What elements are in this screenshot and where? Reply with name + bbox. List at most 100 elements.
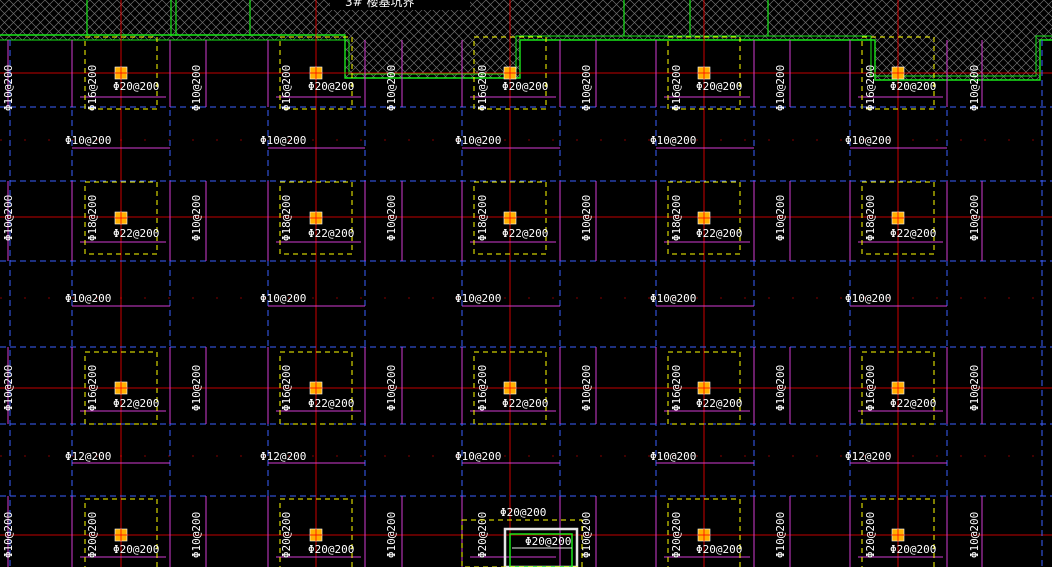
vertical-rebar-label: Φ20@200: [476, 512, 489, 558]
drawing-title: 3# 楼基坑界: [345, 0, 415, 9]
column-rebar-label: Φ20@200: [502, 80, 548, 93]
slab-rebar-label: Φ10@200: [845, 292, 891, 305]
core-tag: Φ20@200: [525, 535, 571, 548]
vertical-rebar-label: Φ10@200: [2, 195, 15, 241]
vertical-rebar-label: Φ16@200: [280, 365, 293, 411]
vertical-rebar-label: Φ10@200: [774, 512, 787, 558]
column-rebar-label: Φ20@200: [890, 543, 936, 556]
vertical-rebar-label: Φ10@200: [190, 365, 203, 411]
vertical-rebar-label: Φ10@200: [2, 65, 15, 111]
pile-cap-outline: [84, 181, 158, 255]
vertical-rebar-label: Φ10@200: [385, 512, 398, 558]
pile-cap: [84, 351, 158, 425]
slab-rebar-label: Φ10@200: [455, 292, 501, 305]
vertical-rebar-label: Φ10@200: [774, 195, 787, 241]
column-rebar-label: Φ20@200: [500, 506, 546, 519]
pile-cap-outline: [279, 181, 353, 255]
vertical-rebar-label: Φ16@200: [86, 365, 99, 411]
vertical-rebar-label: Φ10@200: [968, 512, 981, 558]
slab-rebar-label: Φ10@200: [260, 292, 306, 305]
vertical-rebar-label: Φ18@200: [280, 195, 293, 241]
vertical-rebar-label: Φ20@200: [280, 512, 293, 558]
vertical-rebar-label: Φ16@200: [86, 65, 99, 111]
vertical-rebar-label: Φ10@200: [190, 195, 203, 241]
pile-cap: [84, 498, 158, 567]
vertical-rebar-label: Φ10@200: [580, 195, 593, 241]
vertical-rebar-label: Φ20@200: [864, 512, 877, 558]
pile-cap: [279, 36, 353, 110]
vertical-rebar-label: Φ10@200: [968, 365, 981, 411]
pile-cap-outline: [473, 181, 547, 255]
column-rebar-label: Φ22@200: [696, 227, 742, 240]
title-mask: [330, 0, 470, 10]
pile-cap: [473, 351, 547, 425]
pile-cap-outline: [861, 498, 935, 567]
pile-cap: [861, 181, 935, 255]
vertical-rebar-label: Φ16@200: [670, 65, 683, 111]
vertical-rebar-label: Φ10@200: [385, 195, 398, 241]
pile-cap-outline: [861, 351, 935, 425]
pile-cap: [279, 351, 353, 425]
pile-cap: [84, 181, 158, 255]
column-rebar-label: Φ22@200: [696, 397, 742, 410]
pile-cap-outline: [861, 181, 935, 255]
slab-rebar-label: Φ10@200: [65, 292, 111, 305]
slab-rebar-label: Φ10@200: [650, 292, 696, 305]
vertical-rebar-label: Φ16@200: [670, 365, 683, 411]
pile-cap-outline: [473, 351, 547, 425]
pile-cap-outline: [84, 498, 158, 567]
pile-cap-outline: [279, 351, 353, 425]
vertical-rebar-label: Φ10@200: [385, 65, 398, 111]
column-rebar-label: Φ22@200: [113, 397, 159, 410]
column-rebar-label: Φ20@200: [308, 80, 354, 93]
slab-rebar-label: Φ12@200: [65, 450, 111, 463]
vertical-rebar-label: Φ16@200: [864, 365, 877, 411]
vertical-rebar-label: Φ18@200: [864, 195, 877, 241]
pile-cap: [84, 36, 158, 110]
pile-cap: [667, 181, 741, 255]
vertical-rebar-label: Φ20@200: [86, 512, 99, 558]
pile-cap-outline: [473, 36, 547, 110]
column-rebar-label: Φ20@200: [696, 80, 742, 93]
slab-rebar-label: Φ10@200: [260, 134, 306, 147]
pile-cap-outline: [84, 351, 158, 425]
vertical-rebar-label: Φ10@200: [580, 512, 593, 558]
column-rebar-label: Φ22@200: [308, 397, 354, 410]
slab-rebar-label: Φ10@200: [455, 134, 501, 147]
column-rebar-label: Φ20@200: [696, 543, 742, 556]
column-rebar-label: Φ20@200: [890, 80, 936, 93]
pile-cap-outline: [279, 36, 353, 110]
slab-rebar-label: Φ12@200: [845, 450, 891, 463]
pile-cap-outline: [667, 36, 741, 110]
column-rebar-label: Φ20@200: [113, 543, 159, 556]
pile-cap: [861, 36, 935, 110]
pile-cap-outline: [667, 181, 741, 255]
pile-cap: [279, 498, 353, 567]
pile-cap-outline: [861, 36, 935, 110]
pile-cap: [279, 181, 353, 255]
vertical-rebar-label: Φ16@200: [476, 365, 489, 411]
pile-cap: [667, 36, 741, 110]
vertical-rebar-label: Φ10@200: [190, 512, 203, 558]
pile-cap: [667, 498, 741, 567]
column-rebar-label: Φ22@200: [308, 227, 354, 240]
vertical-rebar-label: Φ10@200: [774, 365, 787, 411]
retaining-wall-hatch: [0, 0, 1052, 81]
column-rebar-label: Φ22@200: [502, 227, 548, 240]
vertical-rebar-label: Φ10@200: [2, 512, 15, 558]
vertical-rebar-label: Φ10@200: [2, 365, 15, 411]
pile-cap: [667, 351, 741, 425]
vertical-rebar-label: Φ10@200: [774, 65, 787, 111]
vertical-rebar-label: Φ20@200: [670, 512, 683, 558]
vertical-rebar-label: Φ18@200: [670, 195, 683, 241]
pile-cap: [861, 351, 935, 425]
slab-rebar-label: Φ10@200: [455, 450, 501, 463]
pile-cap-outline: [279, 498, 353, 567]
column-rebar-label: Φ20@200: [308, 543, 354, 556]
pile-cap: [473, 181, 547, 255]
vertical-rebar-label: Φ10@200: [580, 65, 593, 111]
pile-cap: [861, 498, 935, 567]
slab-rebar-label: Φ10@200: [650, 134, 696, 147]
